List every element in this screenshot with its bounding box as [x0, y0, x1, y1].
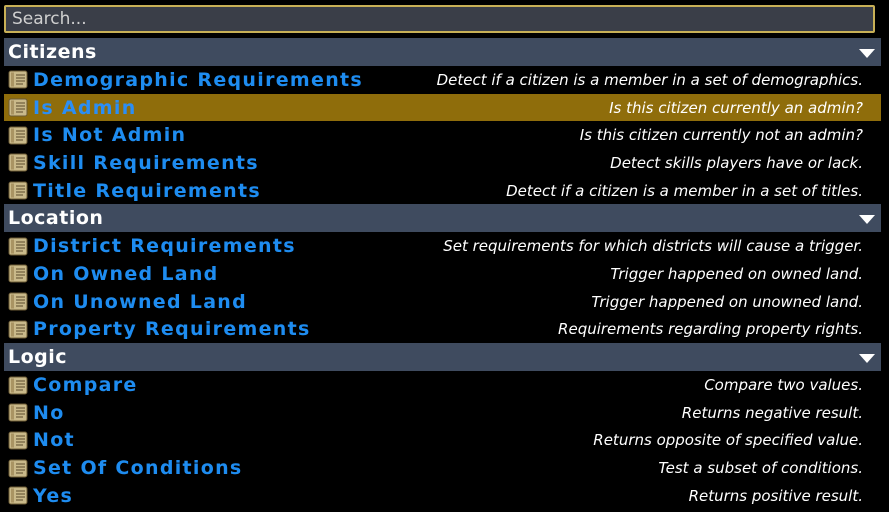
scroll-icon [8, 459, 28, 478]
item-description: Returns positive result. [688, 486, 863, 505]
scroll-icon [8, 376, 28, 395]
section-items: Demographic Requirements Detect if a cit… [4, 66, 881, 204]
item-description: Detect if a citizen is a member in a set… [506, 181, 863, 200]
item-description: Returns opposite of specified value. [593, 431, 863, 450]
item-label: On Unowned Land [33, 290, 248, 313]
section-title: Citizens [8, 41, 97, 63]
list-item[interactable]: Not Returns opposite of specified value. [4, 427, 881, 455]
item-label: No [33, 401, 65, 424]
item-label: Set Of Conditions [33, 457, 243, 480]
item-label: Skill Requirements [33, 151, 259, 174]
list-item[interactable]: No Returns negative result. [4, 399, 881, 427]
section-title: Logic [8, 346, 68, 369]
scroll-icon [8, 153, 28, 172]
item-description: Is this citizen currently not an admin? [579, 126, 863, 145]
section-title: Location [8, 207, 104, 230]
section-logic: Logic Compare Compare two values. No Ret… [4, 343, 881, 509]
scroll-icon [8, 98, 28, 117]
scroll-icon [8, 181, 28, 200]
item-label: On Owned Land [33, 262, 219, 285]
scroll-icon [8, 264, 28, 283]
item-label: Is Admin [33, 96, 137, 119]
item-description: Test a subset of conditions. [658, 459, 863, 478]
list-item[interactable]: Is Admin Is this citizen currently an ad… [4, 93, 881, 122]
list-item[interactable]: Is Not Admin Is this citizen currently n… [4, 121, 881, 149]
item-label: Is Not Admin [33, 124, 187, 147]
list-item[interactable]: District Requirements Set requirements f… [4, 232, 881, 260]
item-description: Requirements regarding property rights. [558, 320, 863, 339]
list-item[interactable]: On Owned Land Trigger happened on owned … [4, 260, 881, 288]
condition-list: Citizens Demographic Requirements Detect… [4, 38, 881, 510]
item-label: Property Requirements [33, 318, 311, 341]
section-header-citizens[interactable]: Citizens [4, 38, 881, 66]
scroll-icon [8, 237, 28, 256]
item-description: Returns negative result. [681, 403, 863, 422]
right-edge-strip [881, 0, 889, 512]
list-item[interactable]: Property Requirements Requirements regar… [4, 316, 881, 344]
search-box[interactable] [4, 5, 875, 33]
item-description: Detect skills players have or lack. [610, 153, 863, 172]
item-label: District Requirements [33, 235, 296, 258]
item-description: Trigger happened on unowned land. [591, 292, 863, 311]
section-header-location[interactable]: Location [4, 204, 881, 233]
item-label: Demographic Requirements [33, 68, 364, 91]
scroll-icon [8, 320, 28, 339]
list-item[interactable]: Skill Requirements Detect skills players… [4, 149, 881, 177]
section-items: District Requirements Set requirements f… [4, 232, 881, 343]
item-description: Trigger happened on owned land. [610, 264, 863, 283]
item-description: Compare two values. [704, 376, 863, 395]
section-citizens: Citizens Demographic Requirements Detect… [4, 38, 881, 204]
item-description: Detect if a citizen is a member in a set… [436, 70, 863, 89]
item-label: Title Requirements [33, 179, 261, 202]
item-description: Is this citizen currently an admin? [609, 98, 863, 117]
list-item[interactable]: Set Of Conditions Test a subset of condi… [4, 454, 881, 482]
section-location: Location District Requirements Set requi… [4, 204, 881, 343]
scroll-icon [8, 486, 28, 505]
list-item[interactable]: On Unowned Land Trigger happened on unow… [4, 288, 881, 316]
section-header-logic[interactable]: Logic [4, 343, 881, 372]
scroll-icon [8, 292, 28, 311]
list-item[interactable]: Yes Returns positive result. [4, 482, 881, 510]
chevron-down-icon[interactable] [859, 48, 875, 58]
item-label: Yes [33, 484, 74, 507]
list-item[interactable]: Title Requirements Detect if a citizen i… [4, 177, 881, 205]
chevron-down-icon[interactable] [859, 353, 875, 363]
item-label: Compare [33, 374, 138, 397]
search-input[interactable] [6, 7, 873, 31]
item-description: Set requirements for which districts wil… [443, 237, 863, 256]
item-label: Not [33, 429, 75, 452]
scroll-icon [8, 431, 28, 450]
scroll-icon [8, 126, 28, 145]
scroll-icon [8, 70, 28, 89]
list-item[interactable]: Compare Compare two values. [4, 371, 881, 399]
scroll-icon [8, 403, 28, 422]
list-item[interactable]: Demographic Requirements Detect if a cit… [4, 66, 881, 94]
chevron-down-icon[interactable] [859, 214, 875, 224]
section-items: Compare Compare two values. No Returns n… [4, 371, 881, 509]
